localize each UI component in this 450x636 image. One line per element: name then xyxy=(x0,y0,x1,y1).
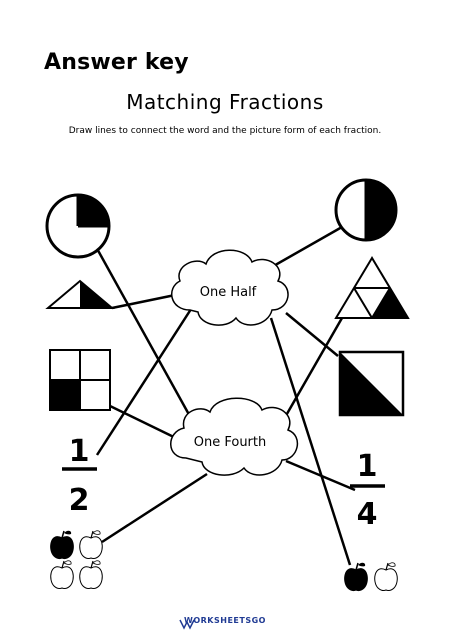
word-one-half: One Half xyxy=(200,285,257,300)
fraction-one-half: 1 2 xyxy=(62,434,97,518)
worksheet-title: Matching Fractions xyxy=(126,90,324,114)
fraction-fourth-denominator: 4 xyxy=(357,497,378,532)
square-diagonal-half-shaded-icon xyxy=(338,350,405,417)
cloud-one-fourth: One Fourth xyxy=(170,397,299,476)
line-circle-quarter-to-fourth xyxy=(93,244,194,421)
cloud-one-half: One Half xyxy=(170,249,289,326)
line-apples-four-to-fourth xyxy=(101,472,208,544)
square-grid-quarter-shaded-icon xyxy=(49,349,111,411)
line-triangle-quarter-to-fourth xyxy=(278,317,344,427)
circle-half-shaded-icon xyxy=(334,178,398,242)
line-triangle-half-to-half xyxy=(111,292,181,310)
instructions-text: Draw lines to connect the word and the p… xyxy=(68,126,382,136)
line-apples-two-to-half xyxy=(269,317,352,566)
fraction-one-fourth: 1 4 xyxy=(350,449,385,532)
line-fraction-half-to-half xyxy=(95,305,195,456)
line-grid-quarter-to-fourth xyxy=(109,404,183,443)
fraction-half-denominator: 2 xyxy=(69,483,90,518)
word-one-fourth: One Fourth xyxy=(194,435,267,450)
triangle-four-parts-one-shaded-icon xyxy=(334,256,410,319)
worksheetsgo-logo-icon xyxy=(179,619,195,630)
circle-quarter-shaded-icon xyxy=(45,193,111,259)
footer-brand-text: WORKSHEETSGO xyxy=(184,616,266,625)
line-square-half-to-half xyxy=(285,312,339,357)
answer-lines xyxy=(93,225,356,566)
fraction-fourth-numerator: 1 xyxy=(357,449,378,484)
answer-key-heading: Answer key xyxy=(44,50,189,75)
apples-two-one-shaded-icon xyxy=(344,562,398,592)
footer-brand: WORKSHEETSGO xyxy=(0,616,450,625)
apples-four-one-shaded-icon xyxy=(50,530,103,589)
triangle-half-shaded-icon xyxy=(45,279,115,309)
fraction-half-numerator: 1 xyxy=(69,434,90,469)
